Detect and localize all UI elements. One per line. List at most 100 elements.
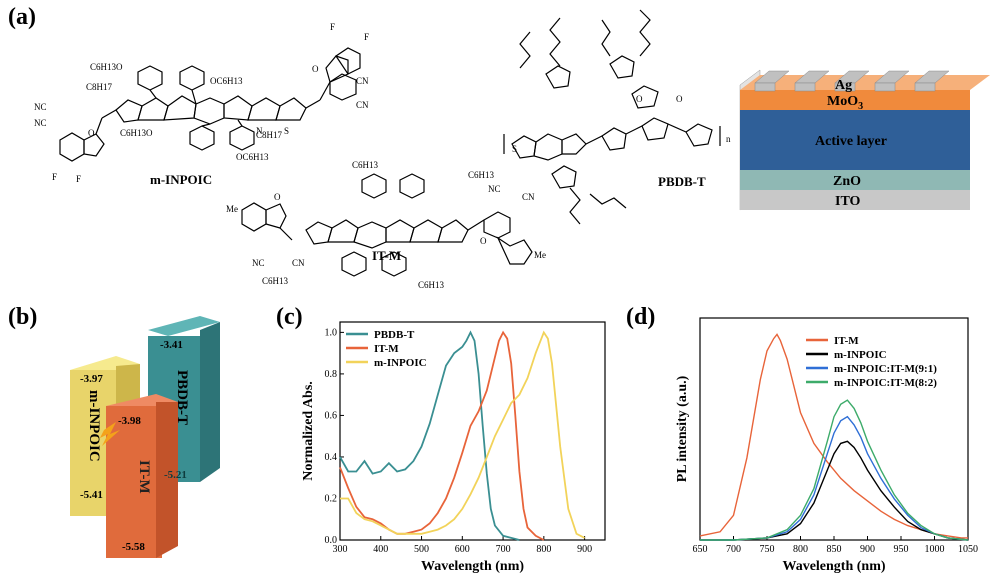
m-inpoic-label: m-INPOIC <box>150 172 212 187</box>
x-tick-label: 800 <box>536 544 551 555</box>
layer-active <box>740 110 970 170</box>
atom-cn-itm-right: CN <box>522 192 535 202</box>
layer-moo3 <box>740 90 970 110</box>
atom-o-pbdbt: O <box>636 94 643 104</box>
atom-c8h17-top: C8H17 <box>86 82 113 92</box>
atom-o: O <box>88 128 95 138</box>
pbdb-t-label: PBDB-T <box>658 174 706 189</box>
abs-x-axis-label: Wavelength (nm) <box>421 559 524 574</box>
pbdbt-box-label: PBDB-T <box>174 370 190 425</box>
atom-c6h13-bottom-right: C6H13 <box>418 280 445 290</box>
atom-c6h13-bottom-left: C6H13 <box>262 276 289 286</box>
atom-n-pbdbt: n <box>726 134 731 144</box>
atom-o-itm-right: O <box>480 236 487 246</box>
x-tick-label: 700 <box>726 544 741 555</box>
atom-nc-2: NC <box>34 118 47 128</box>
legend-label-1: IT-M <box>374 343 399 355</box>
pbdb-t-structure: S O O n PBDB-T <box>503 9 731 225</box>
atom-nc-itm: NC <box>252 258 265 268</box>
pbdbt-lumo: -3.41 <box>160 339 183 351</box>
atom-cn-right: CN <box>356 76 369 86</box>
layer-label-zno: ZnO <box>833 174 861 189</box>
atom-f-top-2: F <box>364 32 369 42</box>
series-line-0 <box>339 330 520 541</box>
x-tick-label: 300 <box>333 544 348 555</box>
atom-me-left: Me <box>226 204 238 214</box>
panel-label-a: (a) <box>8 4 36 30</box>
atom-n: N <box>256 126 263 136</box>
layer-label-ag: Ag <box>835 78 852 93</box>
atom-cn-right-2: CN <box>356 100 369 110</box>
series-line-1 <box>700 440 969 541</box>
plot-frame <box>339 321 606 541</box>
atom-f: F <box>52 172 57 182</box>
y-tick-label: 0.4 <box>325 452 338 463</box>
panel-label-b: (b) <box>8 304 38 330</box>
pl-x-axis-label: Wavelength (nm) <box>782 559 885 574</box>
y-tick-label: 0.2 <box>325 493 338 504</box>
atom-oc6h13-bottom-right: OC6H13 <box>236 152 269 162</box>
x-tick-label: 900 <box>577 544 592 555</box>
atom-f-2: F <box>76 174 81 184</box>
series-line-3 <box>700 399 969 541</box>
y-tick-label: 0.8 <box>325 369 338 380</box>
atom-nc-itm-right: NC <box>488 184 501 194</box>
layer-label-active: Active layer <box>815 134 887 149</box>
atom-s-pbdbt: S <box>512 144 517 154</box>
y-tick-label: 1.0 <box>325 327 338 338</box>
x-tick-label: 800 <box>793 544 808 555</box>
abs-y-axis-label: Normalized Abs. <box>301 381 316 481</box>
atom-oc6h13-bottom-left: C6H13O <box>120 128 153 138</box>
atom-nc: NC <box>34 102 47 112</box>
panel-label-d: (d) <box>626 304 656 330</box>
layer-zno <box>740 170 970 190</box>
atom-c6h13-top-left: C6H13 <box>352 160 379 170</box>
x-tick-label: 950 <box>894 544 909 555</box>
x-tick-label: 650 <box>693 544 708 555</box>
layer-ito <box>740 190 970 210</box>
itm-box-label: IT-M <box>136 460 152 494</box>
itm-lumo: -3.98 <box>118 415 141 427</box>
y-tick-label: 0.0 <box>325 535 338 546</box>
legend-label-2: m-INPOIC:IT-M(9:1) <box>834 363 937 375</box>
it-m-structure: Me O NC CN C6H13 C6H13 C6H13 C6H13 NC CN… <box>226 160 546 290</box>
pl-y-axis-label: PL intensity (a.u.) <box>675 375 690 482</box>
atom-oc6h13-left: C6H13O <box>90 62 123 72</box>
legend-label-0: PBDB-T <box>374 329 415 341</box>
energy-level-diagram: -3.41 -5.21 -3.97 -5.41 -3.98 -5.58 PBDB… <box>70 316 220 558</box>
atom-me-right: Me <box>534 250 546 260</box>
atom-o-itm: O <box>274 192 281 202</box>
minpoic-lumo: -3.97 <box>80 373 103 385</box>
series-line-1 <box>339 330 545 541</box>
x-tick-label: 1000 <box>925 544 945 555</box>
it-m-label: IT-M <box>372 248 401 263</box>
legend-label-2: m-INPOIC <box>374 357 427 369</box>
x-tick-label: 500 <box>414 544 429 555</box>
legend-label-0: IT-M <box>834 335 859 347</box>
layer-label-moo3: MoO3 <box>827 94 863 112</box>
m-inpoic-structure: NC NC F F O C6H13O C8H17 OC6H13 C6H13O O… <box>34 22 369 187</box>
minpoic-box-label: m-INPOIC <box>86 390 102 462</box>
x-tick-label: 700 <box>496 544 511 555</box>
x-tick-label: 400 <box>373 544 388 555</box>
pbdbt-homo: -5.21 <box>164 469 187 481</box>
series-line-2 <box>700 415 969 541</box>
atom-c8h17-bottom: C8H17 <box>256 130 283 140</box>
x-tick-label: 750 <box>760 544 775 555</box>
atom-cn-itm: CN <box>292 258 305 268</box>
panel-label-c: (c) <box>276 304 303 330</box>
y-tick-label: 0.6 <box>325 410 338 421</box>
x-tick-label: 1050 <box>958 544 978 555</box>
series-line-2 <box>340 330 586 539</box>
atom-f-top: F <box>330 22 335 32</box>
legend-label-3: m-INPOIC:IT-M(8:2) <box>834 377 937 389</box>
legend-label-1: m-INPOIC <box>834 349 887 361</box>
atom-o-right: O <box>312 64 319 74</box>
itm-homo: -5.58 <box>122 541 145 553</box>
atom-c6h13-top-right: C6H13 <box>468 170 495 180</box>
atom-s: S <box>284 126 289 136</box>
atom-oc6h13-right: OC6H13 <box>210 76 243 86</box>
x-tick-label: 600 <box>455 544 470 555</box>
